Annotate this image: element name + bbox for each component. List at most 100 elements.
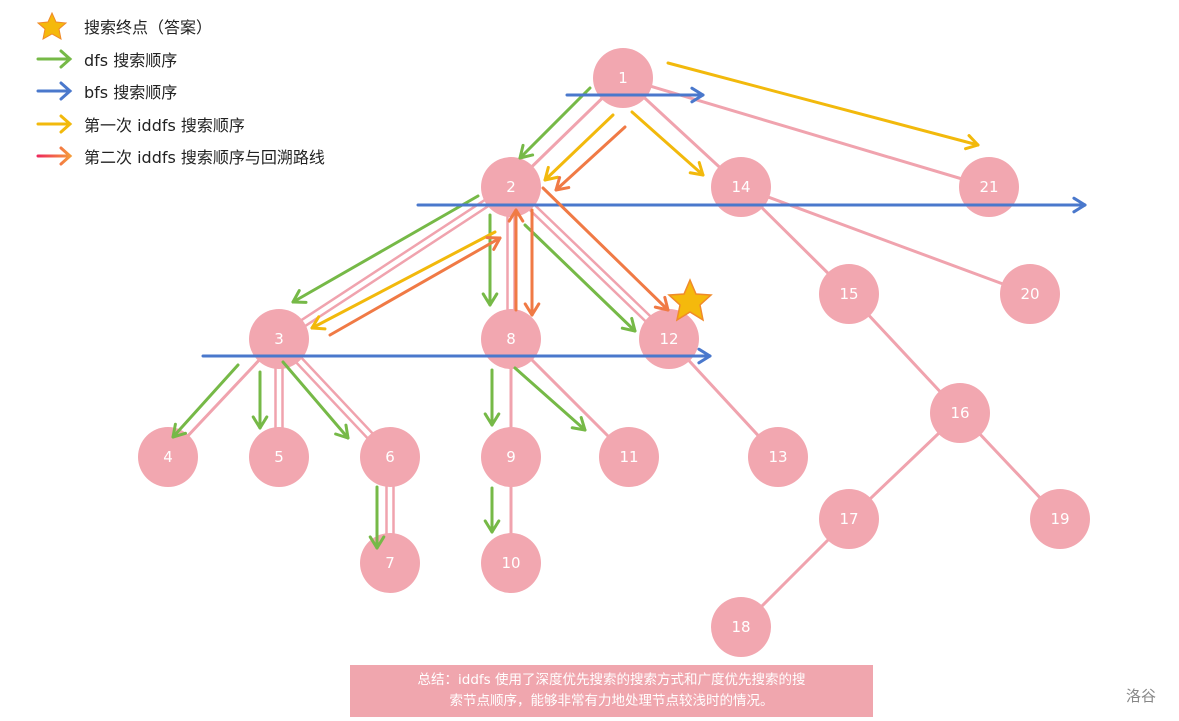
node-circle — [819, 489, 879, 549]
tree-edge — [512, 183, 673, 338]
legend-item-iddfs1: 第一次 iddfs 搜索顺序 — [36, 108, 325, 141]
node-label: 18 — [731, 618, 750, 636]
legend-item-dfs: dfs 搜索顺序 — [36, 43, 325, 76]
dfs-arrow — [251, 370, 269, 430]
node-circle — [711, 157, 771, 217]
dfs-arrow — [481, 213, 499, 307]
node-circle — [249, 427, 309, 487]
node-circle — [138, 427, 198, 487]
dfs-arrow — [291, 194, 480, 304]
legend-label: 第一次 iddfs 搜索顺序 — [84, 115, 245, 135]
tree-node: 17 — [819, 489, 879, 549]
tree-node: 18 — [711, 597, 771, 657]
iddfs2-arrow — [554, 125, 627, 192]
tree-node: 1 — [593, 48, 653, 108]
iddfs2-arrow — [523, 208, 541, 317]
dfs-arrow — [281, 360, 350, 440]
star-icon — [36, 12, 68, 41]
dfs-arrow — [483, 486, 501, 534]
tree-node: 7 — [360, 533, 420, 593]
node-label: 19 — [1050, 510, 1069, 528]
bfs-arrow — [565, 86, 705, 104]
legend-item-answer: 搜索终点（答案） — [36, 10, 325, 43]
legend-item-iddfs2: 第二次 iddfs 搜索顺序与回溯路线 — [36, 140, 325, 173]
node-label: 6 — [385, 448, 395, 466]
tree-edge — [276, 183, 510, 338]
tree-node: 20 — [1000, 264, 1060, 324]
yellow-arrow-icon — [36, 114, 73, 134]
node-label: 12 — [659, 330, 678, 348]
node-label: 20 — [1020, 285, 1039, 303]
node-circle — [481, 157, 541, 217]
green-arrow-icon — [36, 49, 73, 69]
tree-node: 19 — [1030, 489, 1090, 549]
node-label: 5 — [274, 448, 284, 466]
iddfs1-arrow — [310, 230, 497, 331]
node-circle — [599, 427, 659, 487]
tree-node: 5 — [249, 427, 309, 487]
tree-node: 3 — [249, 309, 309, 369]
node-circle — [593, 48, 653, 108]
tree-node: 10 — [481, 533, 541, 593]
legend: 搜索终点（答案） dfs 搜索顺序 bfs 搜索顺序 第一次 iddfs 搜索顺… — [36, 10, 325, 173]
node-circle — [481, 427, 541, 487]
bfs-arrow — [416, 196, 1087, 214]
node-label: 16 — [950, 404, 969, 422]
tree-node: 11 — [599, 427, 659, 487]
node-label: 7 — [385, 554, 395, 572]
node-label: 11 — [619, 448, 638, 466]
node-circle — [1000, 264, 1060, 324]
gradient-arrow-icon — [36, 146, 73, 166]
caption-line-1: 总结：iddfs 使用了深度优先搜索的搜索方式和广度优先搜索的搜 — [417, 672, 806, 688]
legend-label: dfs 搜索顺序 — [84, 50, 178, 70]
node-circle — [481, 309, 541, 369]
node-circle — [711, 597, 771, 657]
node-label: 14 — [731, 178, 750, 196]
iddfs1-arrow — [543, 113, 615, 182]
tree-node: 15 — [819, 264, 879, 324]
node-label: 17 — [839, 510, 858, 528]
tree-node: 4 — [138, 427, 198, 487]
watermark: 洛谷 — [1126, 687, 1157, 705]
iddfs1-arrow — [666, 61, 980, 151]
node-circle — [819, 264, 879, 324]
node-label: 13 — [768, 448, 787, 466]
summary-caption: 总结：iddfs 使用了深度优先搜索的搜索方式和广度优先搜索的搜 索节点顺序，能… — [350, 665, 873, 717]
iddfs2-arrow — [507, 208, 525, 312]
tree-node: 12 — [639, 309, 699, 369]
answer-star-icon — [667, 278, 713, 322]
node-label: 3 — [274, 330, 284, 348]
node-label: 8 — [506, 330, 516, 348]
tree-node: 14 — [711, 157, 771, 217]
node-circle — [249, 309, 309, 369]
bfs-arrow — [201, 347, 712, 365]
iddfs1-arrow — [630, 110, 705, 177]
tree-node: 16 — [930, 383, 990, 443]
tree-node: 13 — [748, 427, 808, 487]
tree-node: 6 — [360, 427, 420, 487]
node-label: 10 — [501, 554, 520, 572]
tree-node: 2 — [481, 157, 541, 217]
node-circle — [481, 533, 541, 593]
dfs-arrow — [523, 223, 637, 333]
dfs-arrow — [513, 366, 587, 432]
node-circle — [639, 309, 699, 369]
node-label: 9 — [506, 448, 516, 466]
node-circle — [930, 383, 990, 443]
tree-node: 9 — [481, 427, 541, 487]
dfs-arrow — [368, 485, 386, 550]
tree-edge — [507, 188, 668, 343]
iddfs2-arrow — [328, 236, 502, 337]
tree-node: 8 — [481, 309, 541, 369]
node-circle — [959, 157, 1019, 217]
legend-label: 第二次 iddfs 搜索顺序与回溯路线 — [84, 148, 325, 168]
node-label: 1 — [618, 69, 628, 87]
dfs-arrow — [171, 363, 240, 439]
caption-line-2: 索节点顺序，能够非常有力地处理节点较浅时的情况。 — [449, 693, 774, 709]
dfs-arrow — [518, 86, 592, 160]
node-label: 15 — [839, 285, 858, 303]
node-circle — [360, 533, 420, 593]
iddfs2-arrow — [541, 186, 670, 312]
blue-arrow-icon — [36, 81, 73, 101]
